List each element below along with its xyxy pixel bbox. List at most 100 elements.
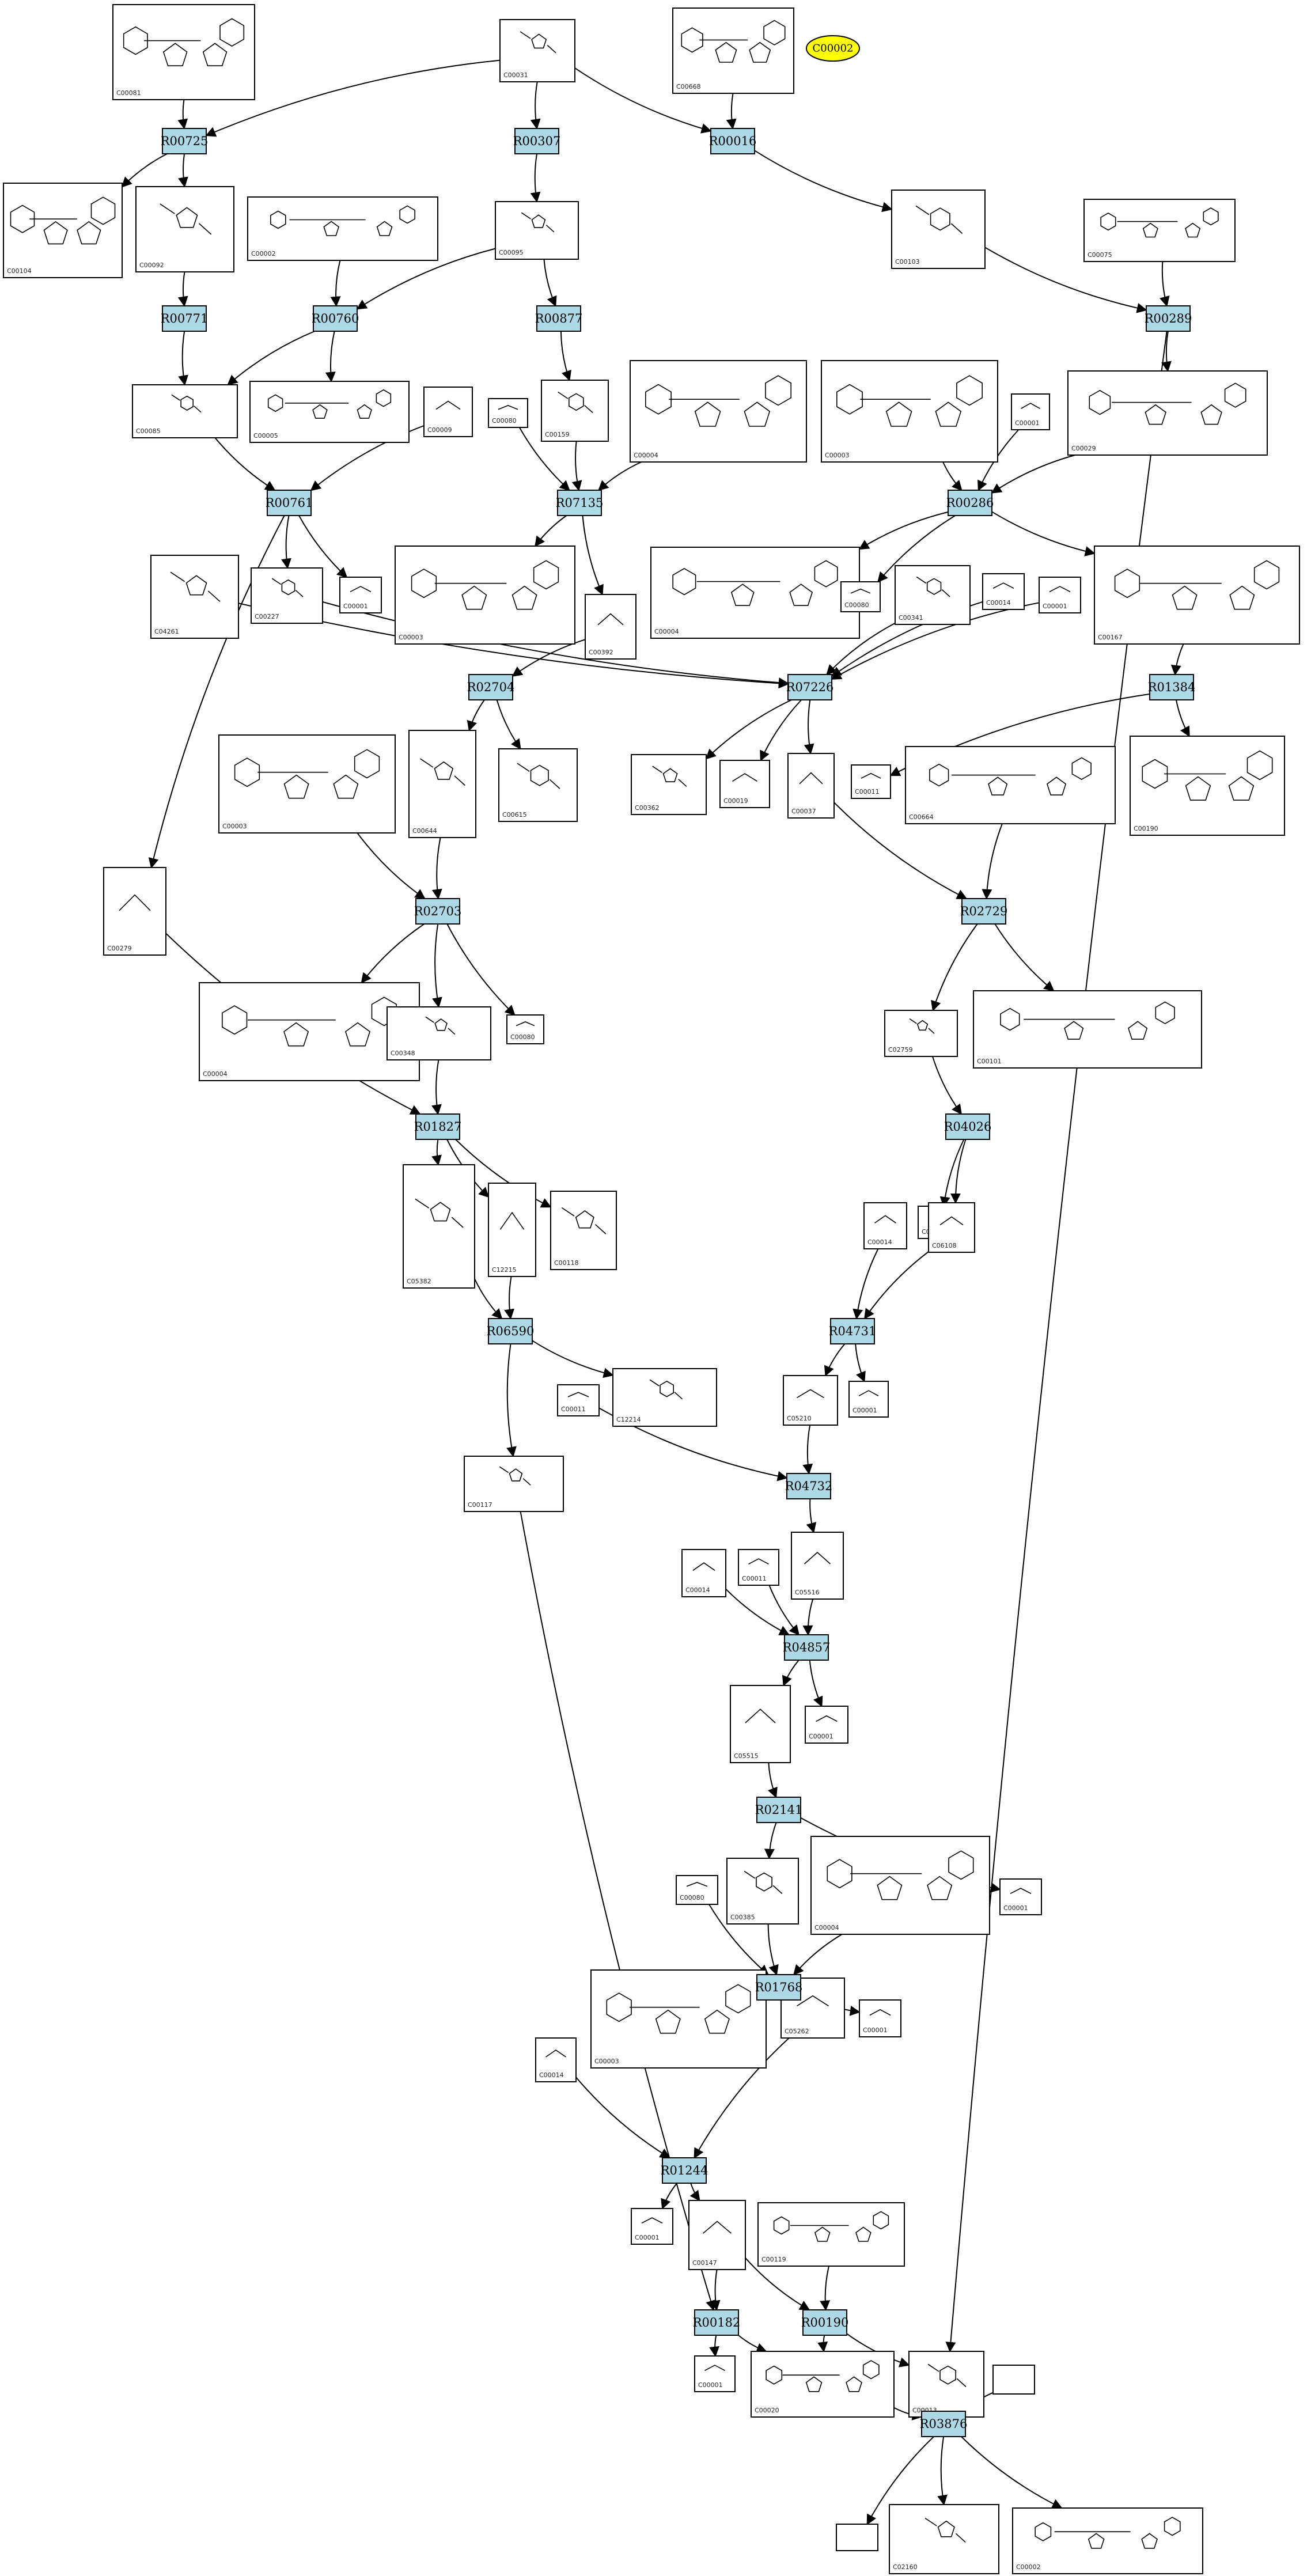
compound-node[interactable]: C00392 bbox=[585, 594, 636, 660]
compound-node[interactable]: C00085 bbox=[132, 384, 238, 438]
reaction-node[interactable]: R00307 bbox=[513, 128, 561, 154]
compound-node[interactable]: C00037 bbox=[787, 753, 835, 819]
compound-node[interactable]: C00119 bbox=[757, 2202, 905, 2267]
compound-node[interactable]: C00159 bbox=[541, 380, 609, 442]
compound-node[interactable]: C00615 bbox=[498, 748, 578, 822]
reaction-node[interactable]: R01244 bbox=[661, 2157, 708, 2184]
compound-node[interactable]: C00002 bbox=[1012, 2507, 1203, 2574]
reaction-node[interactable]: R02729 bbox=[960, 898, 1008, 925]
compound-node[interactable]: C00031 bbox=[499, 19, 575, 82]
reaction-node[interactable]: R00182 bbox=[693, 2309, 741, 2336]
compound-node[interactable]: C00081 bbox=[112, 4, 255, 100]
reaction-node[interactable]: R00760 bbox=[312, 305, 359, 332]
compound-node[interactable]: C00167 bbox=[1094, 545, 1300, 645]
reaction-node[interactable]: R01768 bbox=[755, 1974, 803, 2001]
reaction-node[interactable]: R07226 bbox=[786, 674, 834, 700]
compound-node[interactable]: C00117 bbox=[464, 1456, 564, 1512]
compound-node[interactable]: C00104 bbox=[3, 183, 123, 278]
compound-node[interactable]: C00664 bbox=[905, 746, 1116, 824]
compound-node[interactable]: C00092 bbox=[135, 186, 234, 272]
reaction-node[interactable]: R00877 bbox=[535, 305, 583, 332]
compound-node[interactable]: C00362 bbox=[631, 754, 707, 815]
compound-node[interactable]: C00080 bbox=[506, 1014, 544, 1044]
compound-node[interactable]: C00080 bbox=[676, 1875, 718, 1905]
reaction-node[interactable]: R00761 bbox=[266, 490, 313, 516]
compound-node[interactable]: C00080 bbox=[840, 581, 881, 612]
compound-node[interactable]: C00004 bbox=[650, 547, 860, 639]
compound-node[interactable]: C00001 bbox=[805, 1706, 848, 1744]
reaction-node[interactable]: R03876 bbox=[920, 2411, 968, 2437]
compound-node[interactable]: C00101 bbox=[973, 990, 1202, 1069]
compound-node[interactable]: C00001 bbox=[694, 2355, 736, 2392]
compound-node[interactable]: C02759 bbox=[884, 1010, 958, 1057]
reaction-node[interactable]: R04026 bbox=[944, 1113, 992, 1140]
compound-node[interactable]: C00011 bbox=[557, 1384, 600, 1416]
compound-node[interactable]: C00095 bbox=[495, 201, 579, 260]
compound-node[interactable]: C00009 bbox=[423, 387, 473, 437]
reaction-node[interactable]: R02141 bbox=[755, 1797, 803, 1823]
compound-node[interactable]: C00001 bbox=[848, 1381, 889, 1418]
compound-node[interactable]: C05382 bbox=[403, 1164, 475, 1289]
compound-node[interactable]: C12214 bbox=[612, 1368, 717, 1427]
reaction-node[interactable]: R02704 bbox=[467, 674, 515, 700]
compound-node[interactable]: C06108 bbox=[928, 1202, 975, 1253]
compound-node[interactable]: C05515 bbox=[730, 1685, 791, 1763]
compound-node[interactable]: C00003 bbox=[395, 545, 575, 645]
compound-node[interactable]: C00190 bbox=[1130, 736, 1285, 836]
compound-node[interactable]: C00001 bbox=[339, 577, 382, 613]
compound-node[interactable]: C02160 bbox=[889, 2504, 999, 2574]
compound-node[interactable] bbox=[992, 2365, 1035, 2395]
reaction-node[interactable]: R00771 bbox=[161, 305, 209, 332]
reaction-node[interactable]: R02703 bbox=[414, 898, 462, 925]
compound-node[interactable]: C05210 bbox=[783, 1375, 838, 1426]
reaction-node[interactable]: R01827 bbox=[414, 1113, 462, 1140]
compound-node[interactable] bbox=[836, 2524, 878, 2551]
compound-node[interactable]: C00002 bbox=[247, 196, 438, 261]
compound-node[interactable]: C00003 bbox=[821, 360, 998, 463]
reaction-node[interactable]: R00190 bbox=[801, 2309, 849, 2336]
compound-node[interactable]: C00004 bbox=[199, 982, 420, 1081]
compound-node[interactable]: C00279 bbox=[103, 867, 166, 956]
compound-highlight[interactable]: C00002 bbox=[806, 35, 860, 62]
compound-node[interactable]: C00014 bbox=[681, 1549, 726, 1597]
compound-node[interactable]: C00341 bbox=[895, 565, 971, 625]
compound-node[interactable]: C00348 bbox=[387, 1006, 491, 1060]
reaction-node[interactable]: R06590 bbox=[487, 1318, 535, 1344]
reaction-node[interactable]: R00286 bbox=[946, 490, 994, 516]
compound-node[interactable]: C00011 bbox=[851, 764, 891, 799]
reaction-node[interactable]: R00016 bbox=[709, 128, 757, 154]
compound-node[interactable]: C00668 bbox=[672, 7, 794, 94]
reaction-node[interactable]: R01384 bbox=[1148, 674, 1196, 700]
compound-node[interactable]: C00013 bbox=[908, 2351, 984, 2418]
reaction-node[interactable]: R04731 bbox=[829, 1318, 877, 1344]
compound-node[interactable]: C00019 bbox=[719, 760, 770, 808]
reaction-node[interactable]: R04732 bbox=[785, 1473, 833, 1499]
compound-node[interactable]: C00014 bbox=[863, 1202, 907, 1249]
compound-node[interactable]: C00020 bbox=[751, 2351, 895, 2418]
compound-node[interactable]: C00011 bbox=[738, 1549, 779, 1586]
compound-node[interactable]: C12215 bbox=[488, 1183, 536, 1277]
compound-node[interactable]: C00001 bbox=[859, 1999, 901, 2037]
compound-node[interactable]: C00004 bbox=[630, 360, 807, 463]
compound-node[interactable]: C00118 bbox=[550, 1191, 617, 1270]
compound-node[interactable]: C00001 bbox=[1039, 577, 1081, 613]
compound-node[interactable]: C00014 bbox=[982, 573, 1025, 610]
compound-node[interactable]: C00001 bbox=[631, 2208, 673, 2245]
compound-node[interactable]: C00003 bbox=[218, 734, 396, 834]
reaction-node[interactable]: R07135 bbox=[556, 490, 604, 516]
compound-node[interactable]: C00385 bbox=[726, 1858, 799, 1925]
compound-node[interactable]: C00004 bbox=[810, 1836, 990, 1935]
compound-node[interactable]: C00005 bbox=[249, 381, 410, 443]
compound-node[interactable]: C00001 bbox=[1011, 393, 1050, 430]
compound-node[interactable]: C04261 bbox=[150, 555, 239, 639]
reaction-node[interactable]: R04857 bbox=[783, 1634, 831, 1661]
compound-node[interactable]: C00147 bbox=[688, 2200, 746, 2270]
compound-node[interactable]: C00029 bbox=[1067, 370, 1268, 456]
compound-node[interactable]: C00103 bbox=[891, 190, 986, 269]
reaction-node[interactable]: R00289 bbox=[1145, 305, 1192, 332]
compound-node[interactable]: C00080 bbox=[488, 398, 528, 428]
compound-node[interactable]: C00003 bbox=[590, 1969, 767, 2069]
compound-node[interactable]: C00001 bbox=[999, 1878, 1042, 1915]
compound-node[interactable]: C00227 bbox=[251, 567, 323, 624]
compound-node[interactable]: C00644 bbox=[408, 730, 476, 838]
